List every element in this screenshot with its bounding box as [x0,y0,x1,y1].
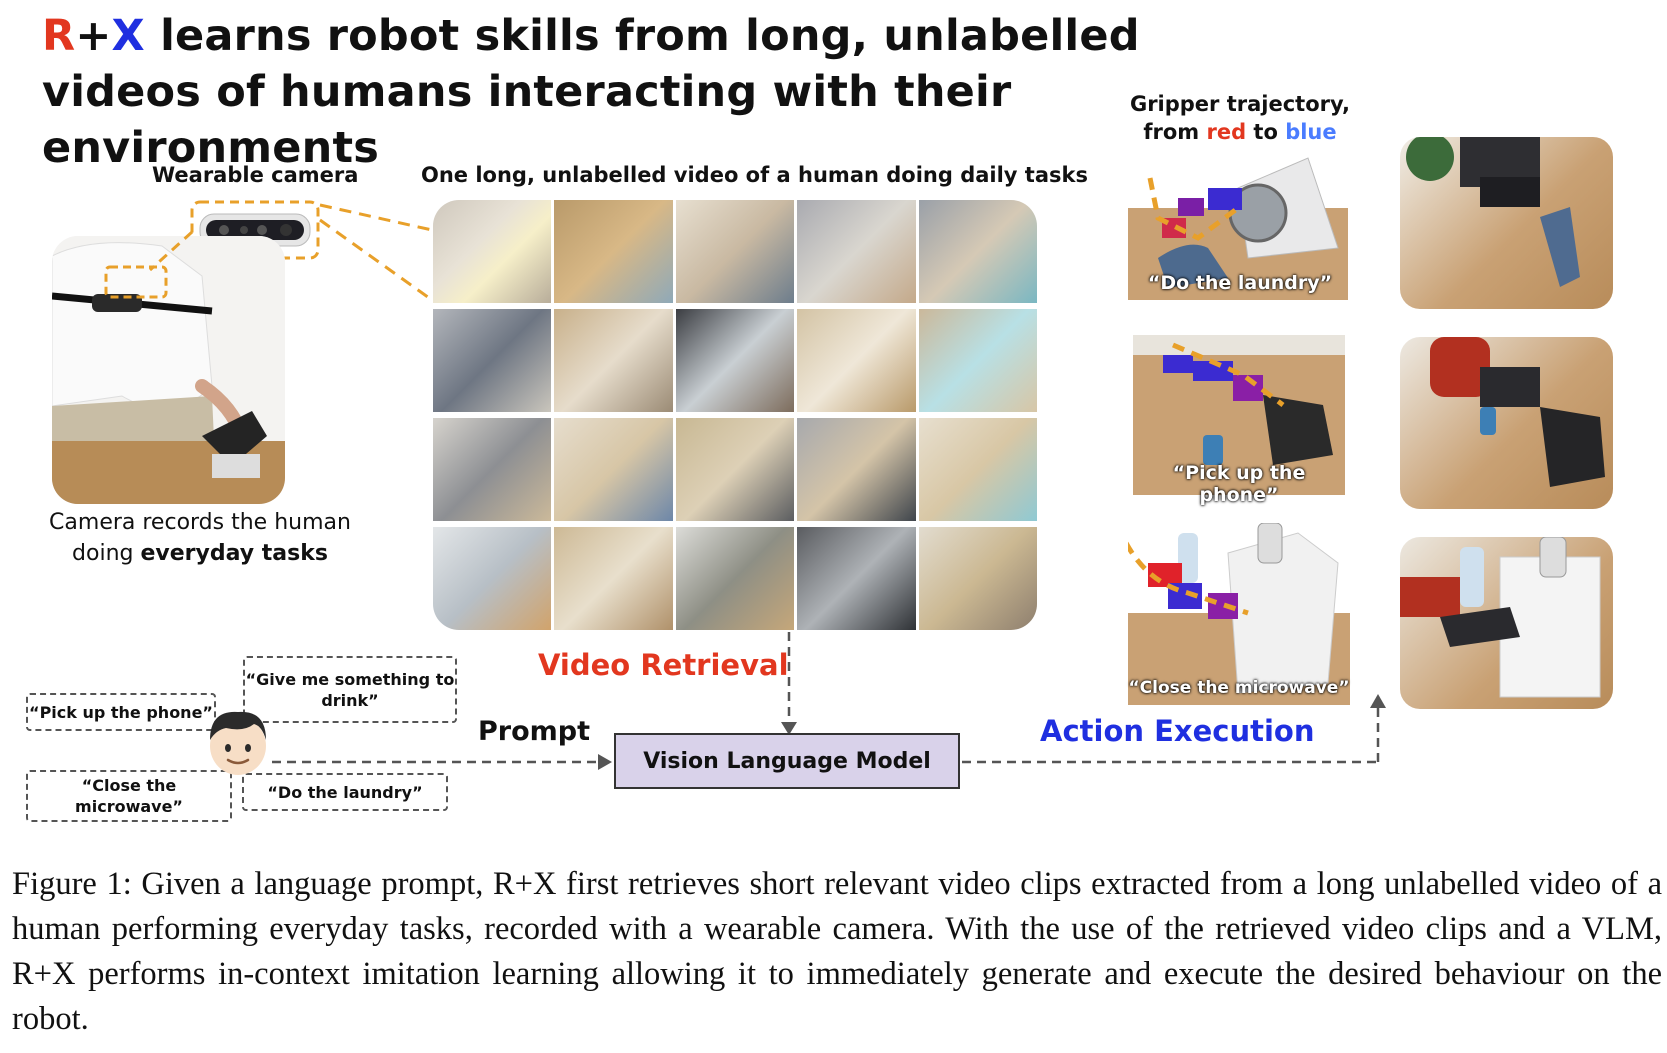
gripper-header-line2: from red to blue [1120,118,1360,146]
video-row-1 [433,200,1037,303]
video-frame [675,418,795,521]
wearable-camera-label: Wearable camera [152,163,359,187]
video-frame [918,200,1037,303]
prompt-bubble-microwave: “Close the microwave” [26,770,232,822]
title-rest: learns robot skills from long, unlabelle… [42,11,1140,173]
video-header: One long, unlabelled video of a human do… [421,163,1088,187]
video-frame [797,200,916,303]
prompt-bubble-laundry: “Do the laundry” [242,773,448,811]
video-frame [675,309,795,412]
video-frame [675,527,795,630]
camera-caption: Camera records the human doing everyday … [20,507,380,569]
video-frame [918,418,1037,521]
video-frame [433,200,552,303]
video-frame [797,527,916,630]
action-execution-label: Action Execution [1040,714,1315,748]
robot-image-laundry [1400,137,1613,309]
gripper-red: red [1206,120,1247,144]
video-frame [797,309,916,412]
camera-caption-line2: doing everyday tasks [20,538,380,569]
trajectory-image-laundry: “Do the laundry” [1128,148,1348,300]
trajectory-label-laundry: “Do the laundry” [1147,272,1333,294]
figure-title: R+X learns robot skills from long, unlab… [42,8,1272,176]
video-retrieval-label: Video Retrieval [538,648,789,682]
camera-caption-line1: Camera records the human [49,510,351,535]
robot-image-microwave [1400,537,1613,709]
video-row-4 [433,527,1037,630]
trajectory-label-phone: “Pick up the phone” [1172,462,1306,506]
title-x: X [111,11,145,61]
trajectory-image-phone: “Pick up the phone” [1133,335,1345,506]
camera-caption-doing: doing [72,541,141,566]
trajectory-image-microwave: “Close the microwave” [1123,522,1350,705]
person-emoji-icon [204,706,272,778]
prompt-bubble-phone: “Pick up the phone” [26,693,216,731]
gripper-from: from [1143,120,1207,144]
gripper-to: to [1246,120,1286,144]
video-row-2 [433,309,1037,412]
gripper-trajectory-header: Gripper trajectory, from red to blue [1120,90,1360,146]
video-row-3 [433,418,1037,521]
video-frame [554,527,673,630]
video-frame-grid [433,200,1037,630]
video-frame [433,309,552,412]
trajectory-label-microwave: “Close the microwave” [1128,678,1350,698]
prompt-bubble-drink: “Give me something to drink” [243,656,457,723]
gripper-blue: blue [1285,120,1337,144]
video-frame [675,200,795,303]
figure-caption: Figure 1: Given a language prompt, R+X f… [12,866,1662,1037]
title-r: R [42,11,76,61]
vlm-box: Vision Language Model [614,733,960,789]
video-frame [433,418,552,521]
person-with-camera-image [52,236,285,504]
video-frame [918,309,1037,412]
video-frame [554,418,673,521]
camera-caption-everyday: everyday tasks [140,541,328,566]
video-frame [433,527,552,630]
video-frame [797,418,916,521]
title-plus: + [75,11,112,61]
video-frame [554,200,673,303]
prompt-label: Prompt [478,716,591,747]
video-frame [918,527,1037,630]
video-frame [554,309,673,412]
gripper-header-line1: Gripper trajectory, [1129,92,1351,116]
robot-image-phone [1400,337,1613,509]
